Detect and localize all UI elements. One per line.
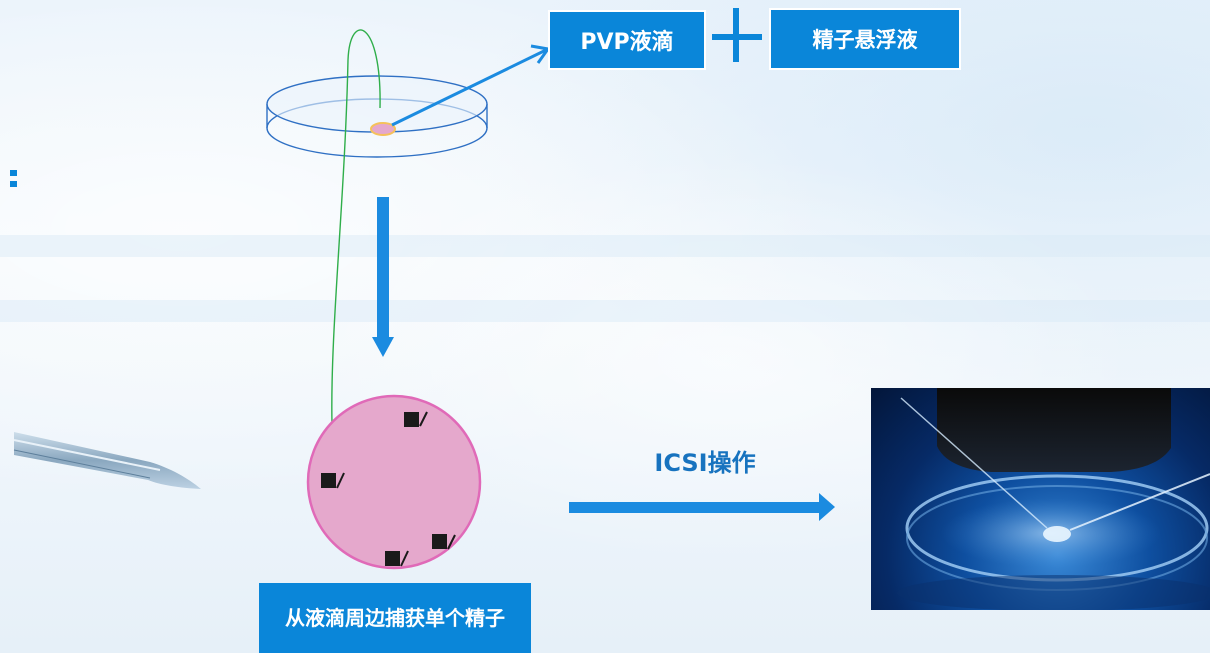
micropipette-icon [13, 432, 201, 489]
droplet-circle [306, 394, 482, 570]
background-stripe [0, 300, 1210, 322]
icsi-arrow [569, 493, 835, 521]
sperm-suspension-box: 精子悬浮液 [769, 8, 961, 70]
sperm-icon [385, 550, 409, 567]
background-stripe [0, 235, 1210, 257]
sperm-icon [404, 411, 428, 427]
down-arrow [372, 197, 394, 357]
sperm-icon [432, 534, 456, 550]
sperm-suspension-label: 精子悬浮液 [812, 28, 918, 52]
pvp-droplet-label: PVP液滴 [580, 30, 674, 55]
bullet-mark [10, 170, 17, 176]
capture-sperm-label: 从液滴周边捕获单个精子 [285, 605, 505, 630]
microscope-photo [871, 388, 1210, 610]
capture-sperm-box: 从液滴周边捕获单个精子 [259, 583, 531, 653]
pipette-path [330, 29, 381, 430]
droplet-marker [370, 122, 396, 136]
bullet-mark [10, 181, 17, 187]
plus-icon [712, 8, 762, 62]
pvp-droplet-box: PVP液滴 [548, 10, 706, 70]
icsi-label: ICSI操作 [654, 449, 756, 477]
sperm-icon [321, 472, 345, 489]
petri-dish-icon [266, 75, 488, 158]
